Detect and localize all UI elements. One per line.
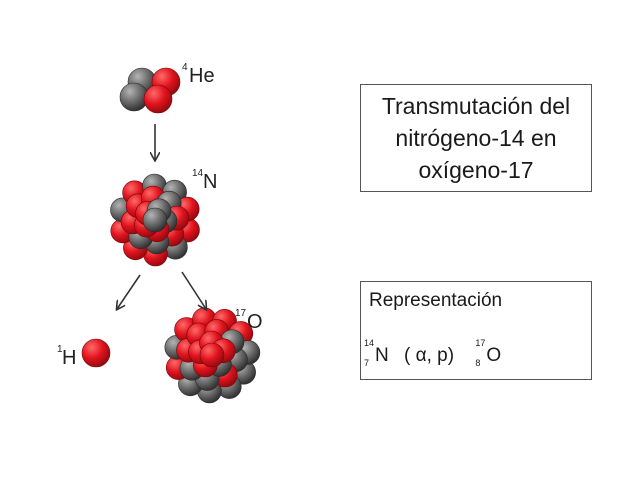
helium-symbol: He [189,65,215,87]
hydrogen-symbol: H [62,347,76,369]
transmutation-diagram: 4 He 14 N 17 O 1 H [57,62,263,404]
oxygen-symbol: O [247,311,263,333]
reactant-nuclide: 14 7 N [364,339,389,368]
product-symbol: O [486,345,502,366]
helium-nucleus [119,67,181,114]
reactant-atomic-number: 7 [364,358,370,368]
title-line-2: nitrógeno-14 en [395,125,557,151]
title-line-3: oxígeno-17 [418,157,534,183]
product-nuclide: 17 8 O [475,339,502,368]
reactant-symbol: N [375,345,389,366]
nitrogen-symbol: N [203,171,217,193]
reaction-particles: ( α, p) [404,345,455,366]
title-box: Transmutación del nitrógeno-14 en oxígen… [360,84,592,192]
product-atomic-number: 8 [475,358,481,368]
oxygen-mass-number: 17 [235,308,247,319]
nitrogen-mass-number: 14 [192,168,204,179]
nitrogen-nucleus [110,173,200,267]
hydrogen-mass-number: 1 [57,344,63,355]
reaction-notation: 14 7 N ( α, p) 17 8 O [364,339,502,368]
helium-mass-number: 4 [182,62,188,73]
representation-title: Representación [369,290,503,311]
proton [143,84,173,114]
hydrogen-nucleus [81,338,111,368]
arrow-n-to-o [181,271,206,309]
product-mass-number: 17 [475,338,486,348]
proton [81,338,111,368]
reactant-mass-number: 14 [364,338,375,348]
neutron [142,207,168,233]
arrow-n-to-h [117,274,141,309]
proton [199,342,225,368]
title-line-1: Transmutación del [381,93,571,119]
representation-box: Representación 14 7 N ( α, p) 17 8 O [360,281,592,380]
title-text: Transmutación del nitrógeno-14 en oxígen… [382,90,570,186]
oxygen-nucleus [164,307,261,404]
neutron [119,82,149,112]
